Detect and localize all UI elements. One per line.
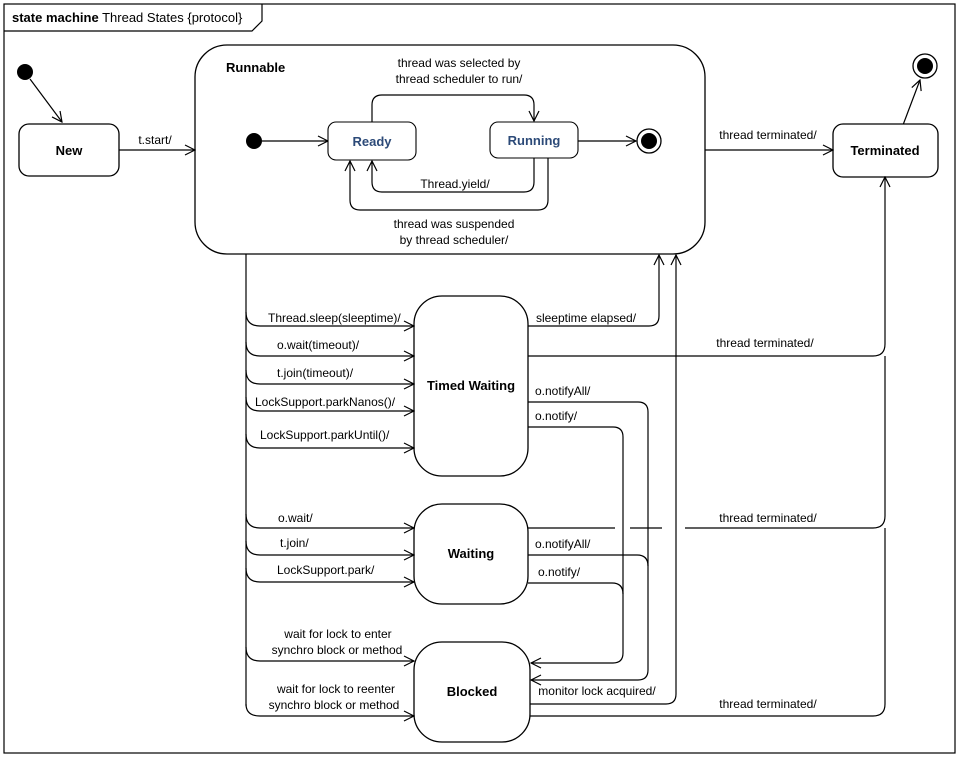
selected-label-line1: thread was selected by [398,56,521,70]
lock-enter-label-line2: synchro block or method [272,643,403,657]
monitor-acquired-edge [530,255,676,705]
notify-waiting-label: o.notify/ [538,565,581,579]
blocked-terminated-label: thread terminated/ [719,697,817,711]
wait-label: o.wait/ [278,511,313,525]
state-terminated[interactable]: Terminated [832,123,939,178]
state-waiting[interactable]: Waiting [413,503,529,605]
sleep-elapsed-edge [528,255,659,327]
notify-timed-edge [528,426,624,663]
selected-label-line2: thread scheduler to run/ [396,72,523,86]
substate-running[interactable]: Running [489,121,579,159]
park-until-label: LockSupport.parkUntil()/ [260,428,390,442]
initial-pseudostate [17,64,33,80]
yield-label: Thread.yield/ [420,177,490,191]
sleep-label: Thread.sleep(sleeptime)/ [268,311,401,325]
park-nanos-edge [245,396,414,411]
sleep-elapsed-label: sleeptime elapsed/ [536,311,637,325]
monitor-acquired-label: monitor lock acquired/ [538,684,656,698]
join-edge [245,540,414,555]
join-timeout-edge [245,369,414,384]
suspended-edge [350,158,549,211]
frame-title: state machine Thread States {protocol} [12,10,243,25]
notify-all-waiting-label: o.notifyAll/ [535,537,591,551]
substate-running-label: Running [508,133,561,148]
join-label: t.join/ [280,536,309,550]
state-runnable-label: Runnable [226,60,285,75]
final-state-top [912,53,938,79]
lock-reenter-label-line2: synchro block or method [269,698,400,712]
suspended-label-line2: by thread scheduler/ [400,233,509,247]
substate-ready-label: Ready [352,134,392,149]
start-label: t.start/ [138,133,172,147]
notify-timed-label: o.notify/ [535,409,578,423]
notify-all-timed-edge [528,401,649,680]
runnable-initial-pseudostate [246,133,262,149]
terminated-to-final-edge [902,80,920,126]
state-waiting-label: Waiting [448,546,495,561]
blocked-terminated-edge [530,528,886,717]
substate-ready[interactable]: Ready [327,121,417,161]
notify-waiting-edge [528,582,624,595]
runnable-final-state [636,128,662,154]
wait-timeout-edge [245,341,414,356]
ready-to-running-edge [371,94,534,122]
park-edge [245,567,414,582]
notify-all-waiting-edge [528,554,649,567]
park-until-edge [245,433,414,448]
diagram-frame [3,3,956,754]
frame-keyword: state machine [12,10,99,25]
lock-reenter-edge [245,703,414,716]
wait-edge [245,513,414,528]
frame-title-tab [4,4,263,32]
park-nanos-label: LockSupport.parkNanos()/ [255,395,396,409]
yield-edge [372,158,535,193]
lock-reenter-label-line1: wait for lock to reenter [276,682,395,696]
state-blocked[interactable]: Blocked [413,641,531,743]
lock-enter-edge [245,646,414,661]
timed-terminated-edge [528,177,885,357]
state-timed-waiting[interactable]: Timed Waiting [413,295,529,477]
join-timeout-label: t.join(timeout)/ [277,366,354,380]
timed-terminated-label: thread terminated/ [716,336,814,350]
frame-name: Thread States {protocol} [102,10,243,25]
state-timed-waiting-label: Timed Waiting [427,378,515,393]
state-blocked-label: Blocked [447,684,498,699]
state-new-label: New [56,143,84,158]
lock-enter-label-line1: wait for lock to enter [283,627,391,641]
notify-all-timed-label: o.notifyAll/ [535,384,591,398]
waiting-terminated-label: thread terminated/ [719,511,817,525]
state-new[interactable]: New [18,123,120,177]
sleep-edge [245,311,414,326]
runnable-terminated-label: thread terminated/ [719,128,817,142]
wait-timeout-label: o.wait(timeout)/ [277,338,360,352]
suspended-label-line1: thread was suspended [394,217,515,231]
park-label: LockSupport.park/ [277,563,375,577]
initial-to-new-edge [29,78,62,122]
waiting-terminated-edge [528,356,886,529]
state-terminated-label: Terminated [850,143,919,158]
